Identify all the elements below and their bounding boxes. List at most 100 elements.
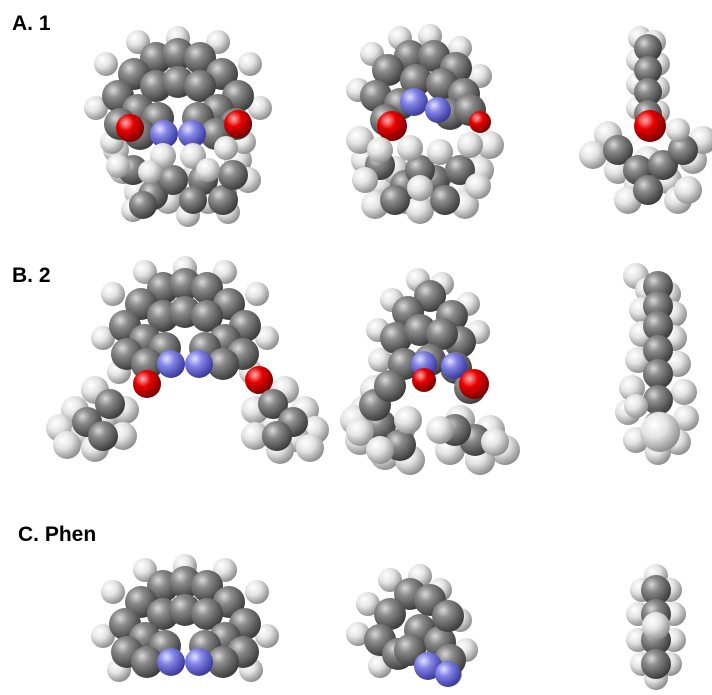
a3-h-front bbox=[666, 118, 690, 142]
b1-arms-hydrogen-18 bbox=[296, 434, 324, 462]
a1-core-hydrogen-4 bbox=[238, 52, 262, 76]
b3-side-carbon-20 bbox=[643, 359, 673, 389]
a3-alkyl-hydrogen-10 bbox=[674, 176, 702, 204]
b2-front-hydrogen-3 bbox=[426, 416, 454, 444]
b3-side-hydrogen-12 bbox=[673, 405, 699, 431]
a2-alkyl-hydrogen-10 bbox=[406, 196, 434, 224]
a2-front-hydrogen-3 bbox=[457, 132, 483, 158]
panel-label-c: C. Phen bbox=[18, 523, 97, 546]
a1-alkyl-carbon-15 bbox=[158, 165, 188, 195]
a2-front-hydrogen-0 bbox=[367, 137, 393, 163]
b1-core-hydrogen-3 bbox=[101, 282, 125, 306]
a1-oxygen-right bbox=[224, 110, 252, 138]
c1-core-carbon-25 bbox=[131, 646, 163, 678]
a2-oxygen-2 bbox=[469, 111, 491, 133]
c2-core-hydrogen-0 bbox=[378, 568, 402, 592]
c1-core-hydrogen-5 bbox=[91, 624, 115, 648]
a2-alkyl-hydrogen-7 bbox=[476, 131, 504, 159]
a2-front-hydrogen-1 bbox=[397, 135, 423, 161]
a2-alkyl-carbon-18 bbox=[430, 185, 460, 215]
a3-oxygen bbox=[634, 110, 666, 142]
c3-h-center bbox=[642, 612, 670, 640]
b2-oxygen-1 bbox=[412, 368, 436, 392]
b1-arms-hydrogen-6 bbox=[53, 431, 81, 459]
a2-front-hydrogen-2 bbox=[427, 139, 453, 165]
b2-front-hydrogen-4 bbox=[394, 406, 422, 434]
a1-core-nitrogen-28 bbox=[178, 120, 206, 148]
c1-core-carbon-26 bbox=[207, 646, 239, 678]
a1-core-hydrogen-6 bbox=[248, 96, 272, 120]
c1-core-carbon-11 bbox=[191, 570, 223, 602]
a2-front-hydrogen-5 bbox=[465, 173, 491, 199]
c1-core-hydrogen-6 bbox=[255, 624, 279, 648]
b1-arms-carbon-21 bbox=[258, 389, 288, 419]
a2-front-hydrogen-6 bbox=[407, 175, 433, 201]
a1-core-nitrogen-27 bbox=[150, 120, 178, 148]
panel-label-a: A. 1 bbox=[12, 12, 51, 35]
b1-core-hydrogen-4 bbox=[245, 282, 269, 306]
a1-core-carbon-11 bbox=[184, 42, 216, 74]
a2-core-carbon-10 bbox=[400, 64, 432, 96]
a3-core-carbon-10 bbox=[634, 78, 662, 106]
b1-core-carbon-25 bbox=[131, 348, 163, 380]
c1-core-hydrogen-3 bbox=[101, 580, 125, 604]
a1-alkyl-carbon-18 bbox=[218, 160, 248, 190]
a3-alkyl-carbon-14 bbox=[668, 135, 698, 165]
a1-core-hydrogen-3 bbox=[94, 52, 118, 76]
a1-core-carbon-16 bbox=[184, 70, 216, 102]
a1-front-h-hydrogen-5 bbox=[196, 158, 220, 182]
b1-arms-carbon-11 bbox=[88, 421, 118, 451]
b3-side-carbon-21 bbox=[643, 385, 673, 415]
b1-core-carbon-26 bbox=[207, 348, 239, 380]
c1-core-nitrogen-27 bbox=[157, 648, 185, 676]
b1-core-carbon-16 bbox=[191, 300, 223, 332]
a2-alkyl-carbon-16 bbox=[445, 155, 475, 185]
a1-alkyl-carbon-17 bbox=[208, 185, 238, 215]
b1-core-nitrogen-28 bbox=[185, 350, 213, 378]
a1-front-h-hydrogen-3 bbox=[214, 136, 238, 160]
b2-front-hydrogen-1 bbox=[366, 436, 394, 464]
b1-arms-carbon-9 bbox=[95, 389, 125, 419]
a2-nitrogen-2 bbox=[425, 97, 451, 123]
c2-core-carbon-11 bbox=[374, 598, 406, 630]
b1-oxygen-left bbox=[133, 370, 161, 398]
b2-core-carbon-17 bbox=[374, 370, 406, 402]
b3-h-front bbox=[640, 412, 680, 452]
b2-core-carbon-7 bbox=[414, 280, 446, 312]
b3-h-left bbox=[624, 394, 648, 418]
a1-front-h-hydrogen-2 bbox=[106, 154, 130, 178]
panel-label-b: B. 2 bbox=[12, 264, 51, 287]
c2-core-carbon-16 bbox=[432, 600, 464, 632]
b3-side-carbon-18 bbox=[643, 311, 673, 341]
c3-side-carbon-13 bbox=[641, 649, 671, 679]
a3-core-carbon-8 bbox=[634, 34, 662, 62]
a3-core-carbon-9 bbox=[634, 56, 662, 84]
a2-nitrogen-1 bbox=[400, 88, 428, 116]
b1-core-nitrogen-27 bbox=[157, 350, 185, 378]
c2-core-hydrogen-3 bbox=[356, 592, 380, 616]
a3-alkyl-carbon-11 bbox=[603, 135, 633, 165]
a1-core-hydrogen-5 bbox=[84, 96, 108, 120]
c2-nitrogen-2 bbox=[435, 661, 461, 687]
a2-alkyl-hydrogen-6 bbox=[346, 126, 374, 154]
a2-oxygen-1 bbox=[377, 111, 407, 141]
b2-oxygen-2 bbox=[459, 369, 489, 399]
a1-alkyl-carbon-20 bbox=[179, 186, 207, 214]
c1-core-carbon-16 bbox=[191, 598, 223, 630]
b1-core-hydrogen-5 bbox=[91, 326, 115, 350]
a3-alkyl-carbon-15 bbox=[633, 175, 663, 205]
b2-core-hydrogen-6 bbox=[368, 348, 392, 372]
b2-nitrogen-2 bbox=[441, 353, 467, 379]
a1-alkyl-carbon-19 bbox=[129, 191, 157, 219]
b1-arms-carbon-23 bbox=[262, 421, 292, 451]
b1-arms-hydrogen-20 bbox=[241, 422, 269, 450]
b3-side-carbon-19 bbox=[643, 335, 673, 365]
a2-front-hydrogen-4 bbox=[352, 167, 378, 193]
b2-front-hydrogen-2 bbox=[481, 428, 509, 456]
a3-alkyl-hydrogen-1 bbox=[579, 141, 607, 169]
b1-core-hydrogen-6 bbox=[255, 326, 279, 350]
b2-front-hydrogen-0 bbox=[346, 418, 374, 446]
b1-core-carbon-11 bbox=[191, 272, 223, 304]
c3-side-carbon-10 bbox=[641, 575, 671, 605]
